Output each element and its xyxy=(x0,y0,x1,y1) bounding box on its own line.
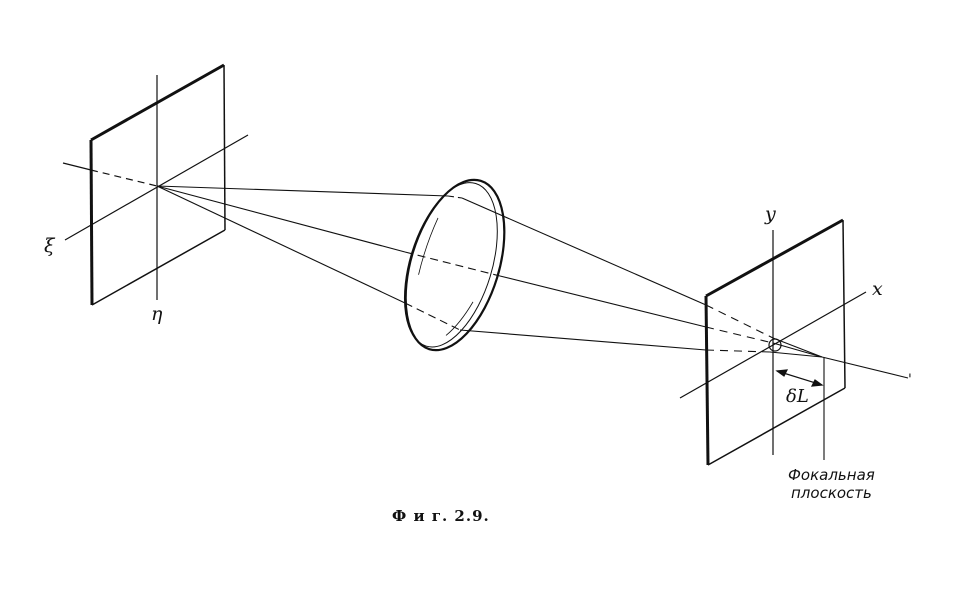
eta-label: η xyxy=(151,303,163,325)
ray-tick-mark: ' xyxy=(908,372,912,388)
rays-object-to-lens xyxy=(156,185,501,331)
xi-label: ξ xyxy=(44,235,56,257)
delta-l-arrow xyxy=(775,369,824,387)
figure-caption: Ф и г. 2.9. xyxy=(392,507,490,525)
lens xyxy=(403,178,506,352)
x-axis xyxy=(679,291,867,399)
focal-plane-label-line1: Фокальная xyxy=(788,466,875,484)
image-plane xyxy=(704,218,846,466)
delta-l-label: δL xyxy=(786,386,809,407)
y-label: y xyxy=(764,203,776,225)
x-label: x xyxy=(872,278,883,300)
optical-axis-left xyxy=(62,162,92,171)
image-point-circle xyxy=(768,338,782,352)
focal-plane-label-line2: плоскость xyxy=(791,484,872,502)
rays-lens-to-image xyxy=(459,197,909,379)
object-plane xyxy=(89,63,226,306)
optical-axis-left-hidden xyxy=(90,169,158,187)
xi-axis xyxy=(64,134,249,241)
